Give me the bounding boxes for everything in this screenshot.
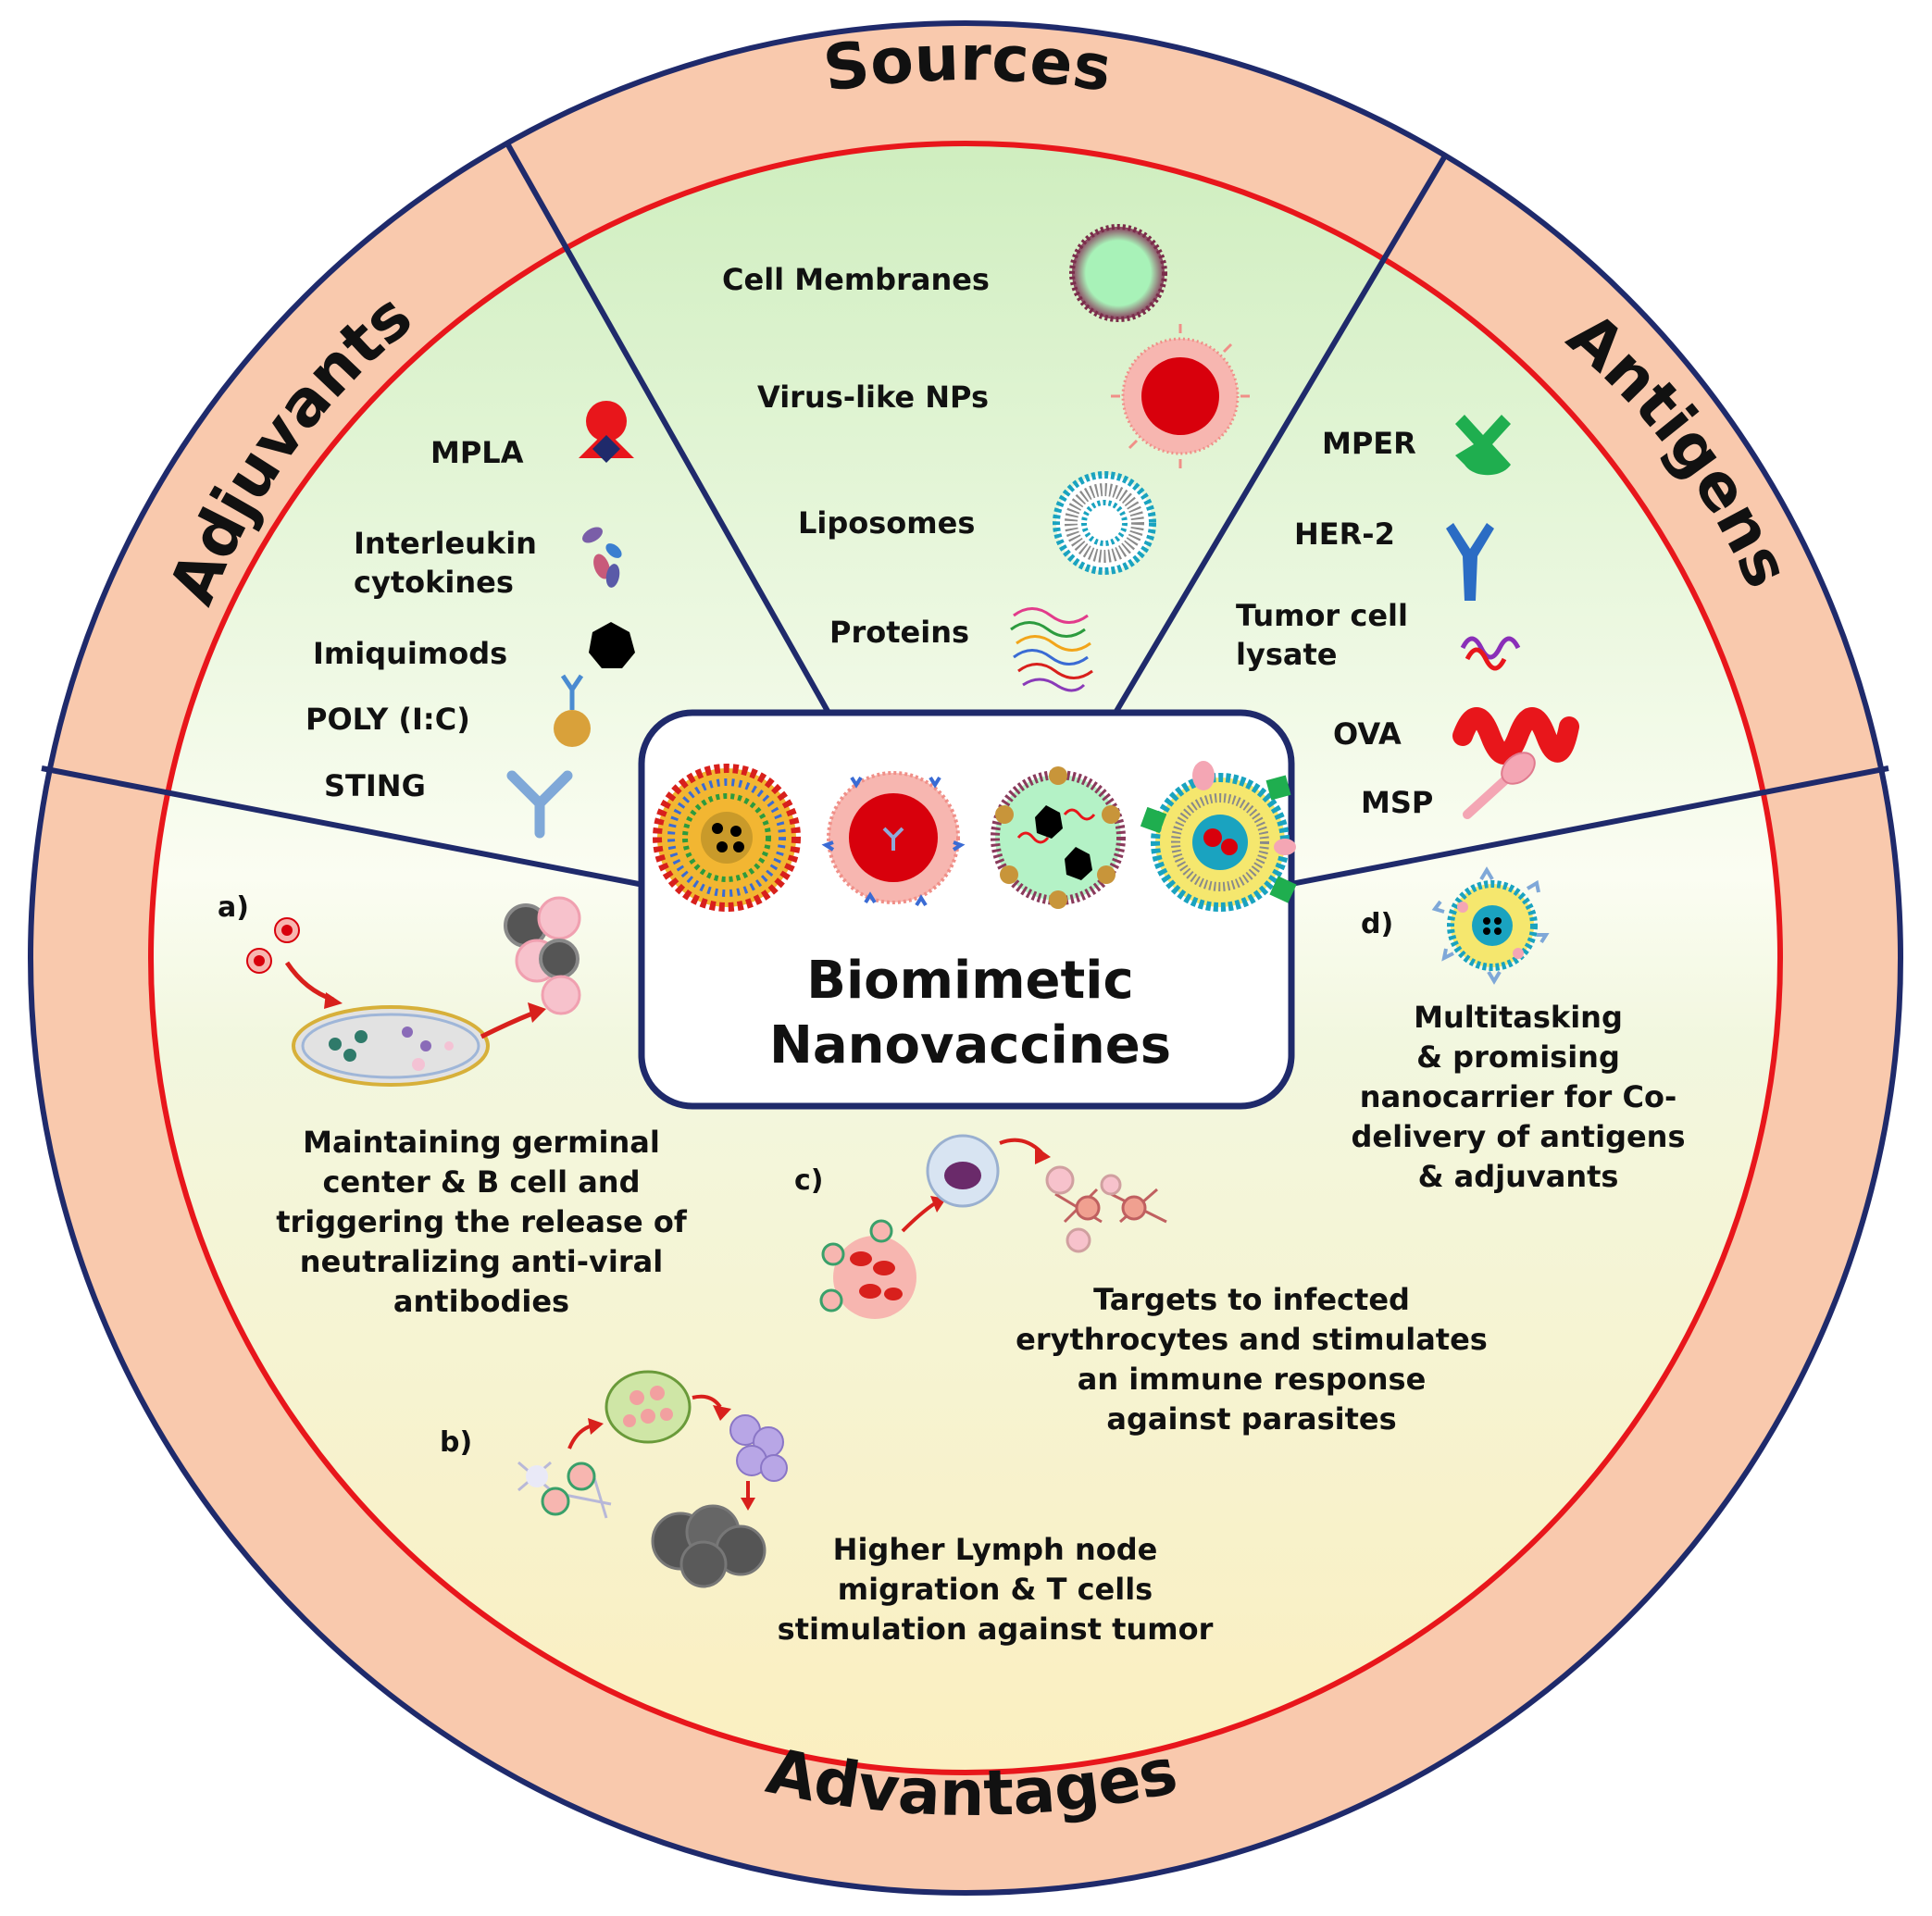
tumor-lysate-icon	[1460, 636, 1521, 671]
advantage-a-line-3: triggering the release of	[276, 1204, 688, 1239]
antigen-label-ova: OVA	[1333, 716, 1402, 752]
adjuvant-label-poly-ic: POLY (I:C)	[305, 702, 470, 737]
liposome-icon	[1053, 471, 1156, 575]
advantage-d-line-5: & adjuvants	[1418, 1159, 1619, 1194]
advantage-a-line-2: center & B cell and	[323, 1164, 641, 1200]
advantage-d-line-1: Multitasking	[1414, 1000, 1623, 1035]
advantage-c-line-3: an immune response	[1078, 1362, 1427, 1397]
poly-ic-icon	[554, 674, 591, 747]
nanovaccine-icon-1	[653, 764, 801, 912]
adjuvant-label-sting: STING	[324, 768, 426, 803]
adjuvant-label-cytokines: cytokines	[354, 565, 514, 600]
sector-dividers	[41, 142, 1889, 887]
advantage-d-mark: d)	[1361, 908, 1393, 940]
imiquimod-icon	[589, 622, 635, 668]
source-label-proteins: Proteins	[829, 615, 969, 650]
t-cells-icon	[1045, 1165, 1167, 1253]
advantage-b-line-3: stimulation against tumor	[778, 1611, 1214, 1647]
source-label-virus-like-nps: Virus-like NPs	[757, 379, 989, 415]
adjuvant-label-mpla: MPLA	[430, 435, 524, 470]
advantage-d-line-2: & promising	[1416, 1039, 1620, 1075]
center-title-line2: Nanovaccines	[769, 1015, 1171, 1076]
advantage-a: a) Maintaining germinal center & B cell …	[218, 891, 688, 1319]
antigen-label-msp: MSP	[1361, 785, 1433, 820]
sting-icon	[506, 770, 573, 839]
interleukin-icon	[582, 527, 622, 588]
adjuvants-section: MPLA Interleukin cytokines Imiquimods PO…	[305, 401, 635, 839]
erythrocyte-illustration	[819, 1134, 1167, 1319]
advantage-b-line-1: Higher Lymph node	[833, 1532, 1158, 1567]
tumor-cells-icon	[651, 1504, 767, 1588]
sources-section: Cell Membranes Virus-like NPs Liposomes	[722, 224, 1250, 692]
adjuvant-label-imiquimods: Imiquimods	[313, 636, 507, 671]
nanovaccine-icon-2	[821, 771, 966, 907]
antigen-label-her2: HER-2	[1294, 516, 1395, 552]
mper-icon	[1455, 415, 1511, 476]
advantage-b-mark: b)	[440, 1426, 472, 1459]
antigen-label-lysate: lysate	[1236, 637, 1337, 672]
protein-icon	[1010, 607, 1093, 692]
advantage-a-line-4: neutralizing anti-viral	[300, 1244, 663, 1279]
antigen-label-mper: MPER	[1322, 426, 1416, 461]
her2-icon	[1446, 523, 1494, 601]
source-label-cell-membranes: Cell Membranes	[722, 262, 990, 297]
nanovaccine-icon-3	[991, 766, 1126, 909]
dendritic-cell-icon	[926, 1134, 1000, 1208]
germinal-center-illustration	[246, 896, 581, 1087]
advantage-c: c)	[794, 1134, 1488, 1437]
virus-like-np-icon	[1111, 324, 1250, 468]
advantage-c-line-2: erythrocytes and stimulates	[1016, 1322, 1488, 1357]
advantage-a-mark: a)	[218, 891, 249, 924]
sector-title-sources: Sources	[819, 22, 1116, 106]
advantage-b-line-2: migration & T cells	[838, 1572, 1153, 1607]
multitasking-nanocarrier-icon	[1431, 866, 1550, 985]
advantage-b: b)	[440, 1370, 1214, 1647]
nanovaccine-icon-4	[1140, 761, 1297, 912]
source-label-liposomes: Liposomes	[798, 505, 975, 541]
msp-icon	[1463, 752, 1536, 819]
advantage-c-mark: c)	[794, 1164, 824, 1197]
lymph-node-illustration	[517, 1370, 788, 1588]
center-title-line1: Biomimetic	[806, 951, 1133, 1011]
advantage-a-line-5: antibodies	[393, 1284, 569, 1319]
center-box: Biomimetic Nanovaccines	[638, 709, 1297, 1110]
advantage-d-line-3: nanocarrier for Co-	[1360, 1079, 1676, 1114]
cell-membrane-icon	[1069, 224, 1167, 322]
advantage-c-line-1: Targets to infected	[1093, 1282, 1410, 1317]
advantage-c-line-4: against parasites	[1106, 1401, 1396, 1437]
lymph-node-icon	[605, 1370, 692, 1444]
antigens-section: MPER HER-2 Tumor cell lysate OVA MSP	[1236, 415, 1579, 820]
advantage-d: d) Multitasking & promising nanocarrier …	[1351, 866, 1686, 1194]
ova-icon	[1452, 707, 1579, 765]
mpla-icon	[579, 401, 634, 463]
advantage-d-line-4: delivery of antigens	[1351, 1119, 1685, 1154]
advantage-a-line-1: Maintaining germinal	[303, 1125, 660, 1160]
antigen-label-tumor-cell: Tumor cell	[1236, 598, 1408, 633]
adjuvant-label-interleukin: Interleukin	[354, 526, 537, 561]
